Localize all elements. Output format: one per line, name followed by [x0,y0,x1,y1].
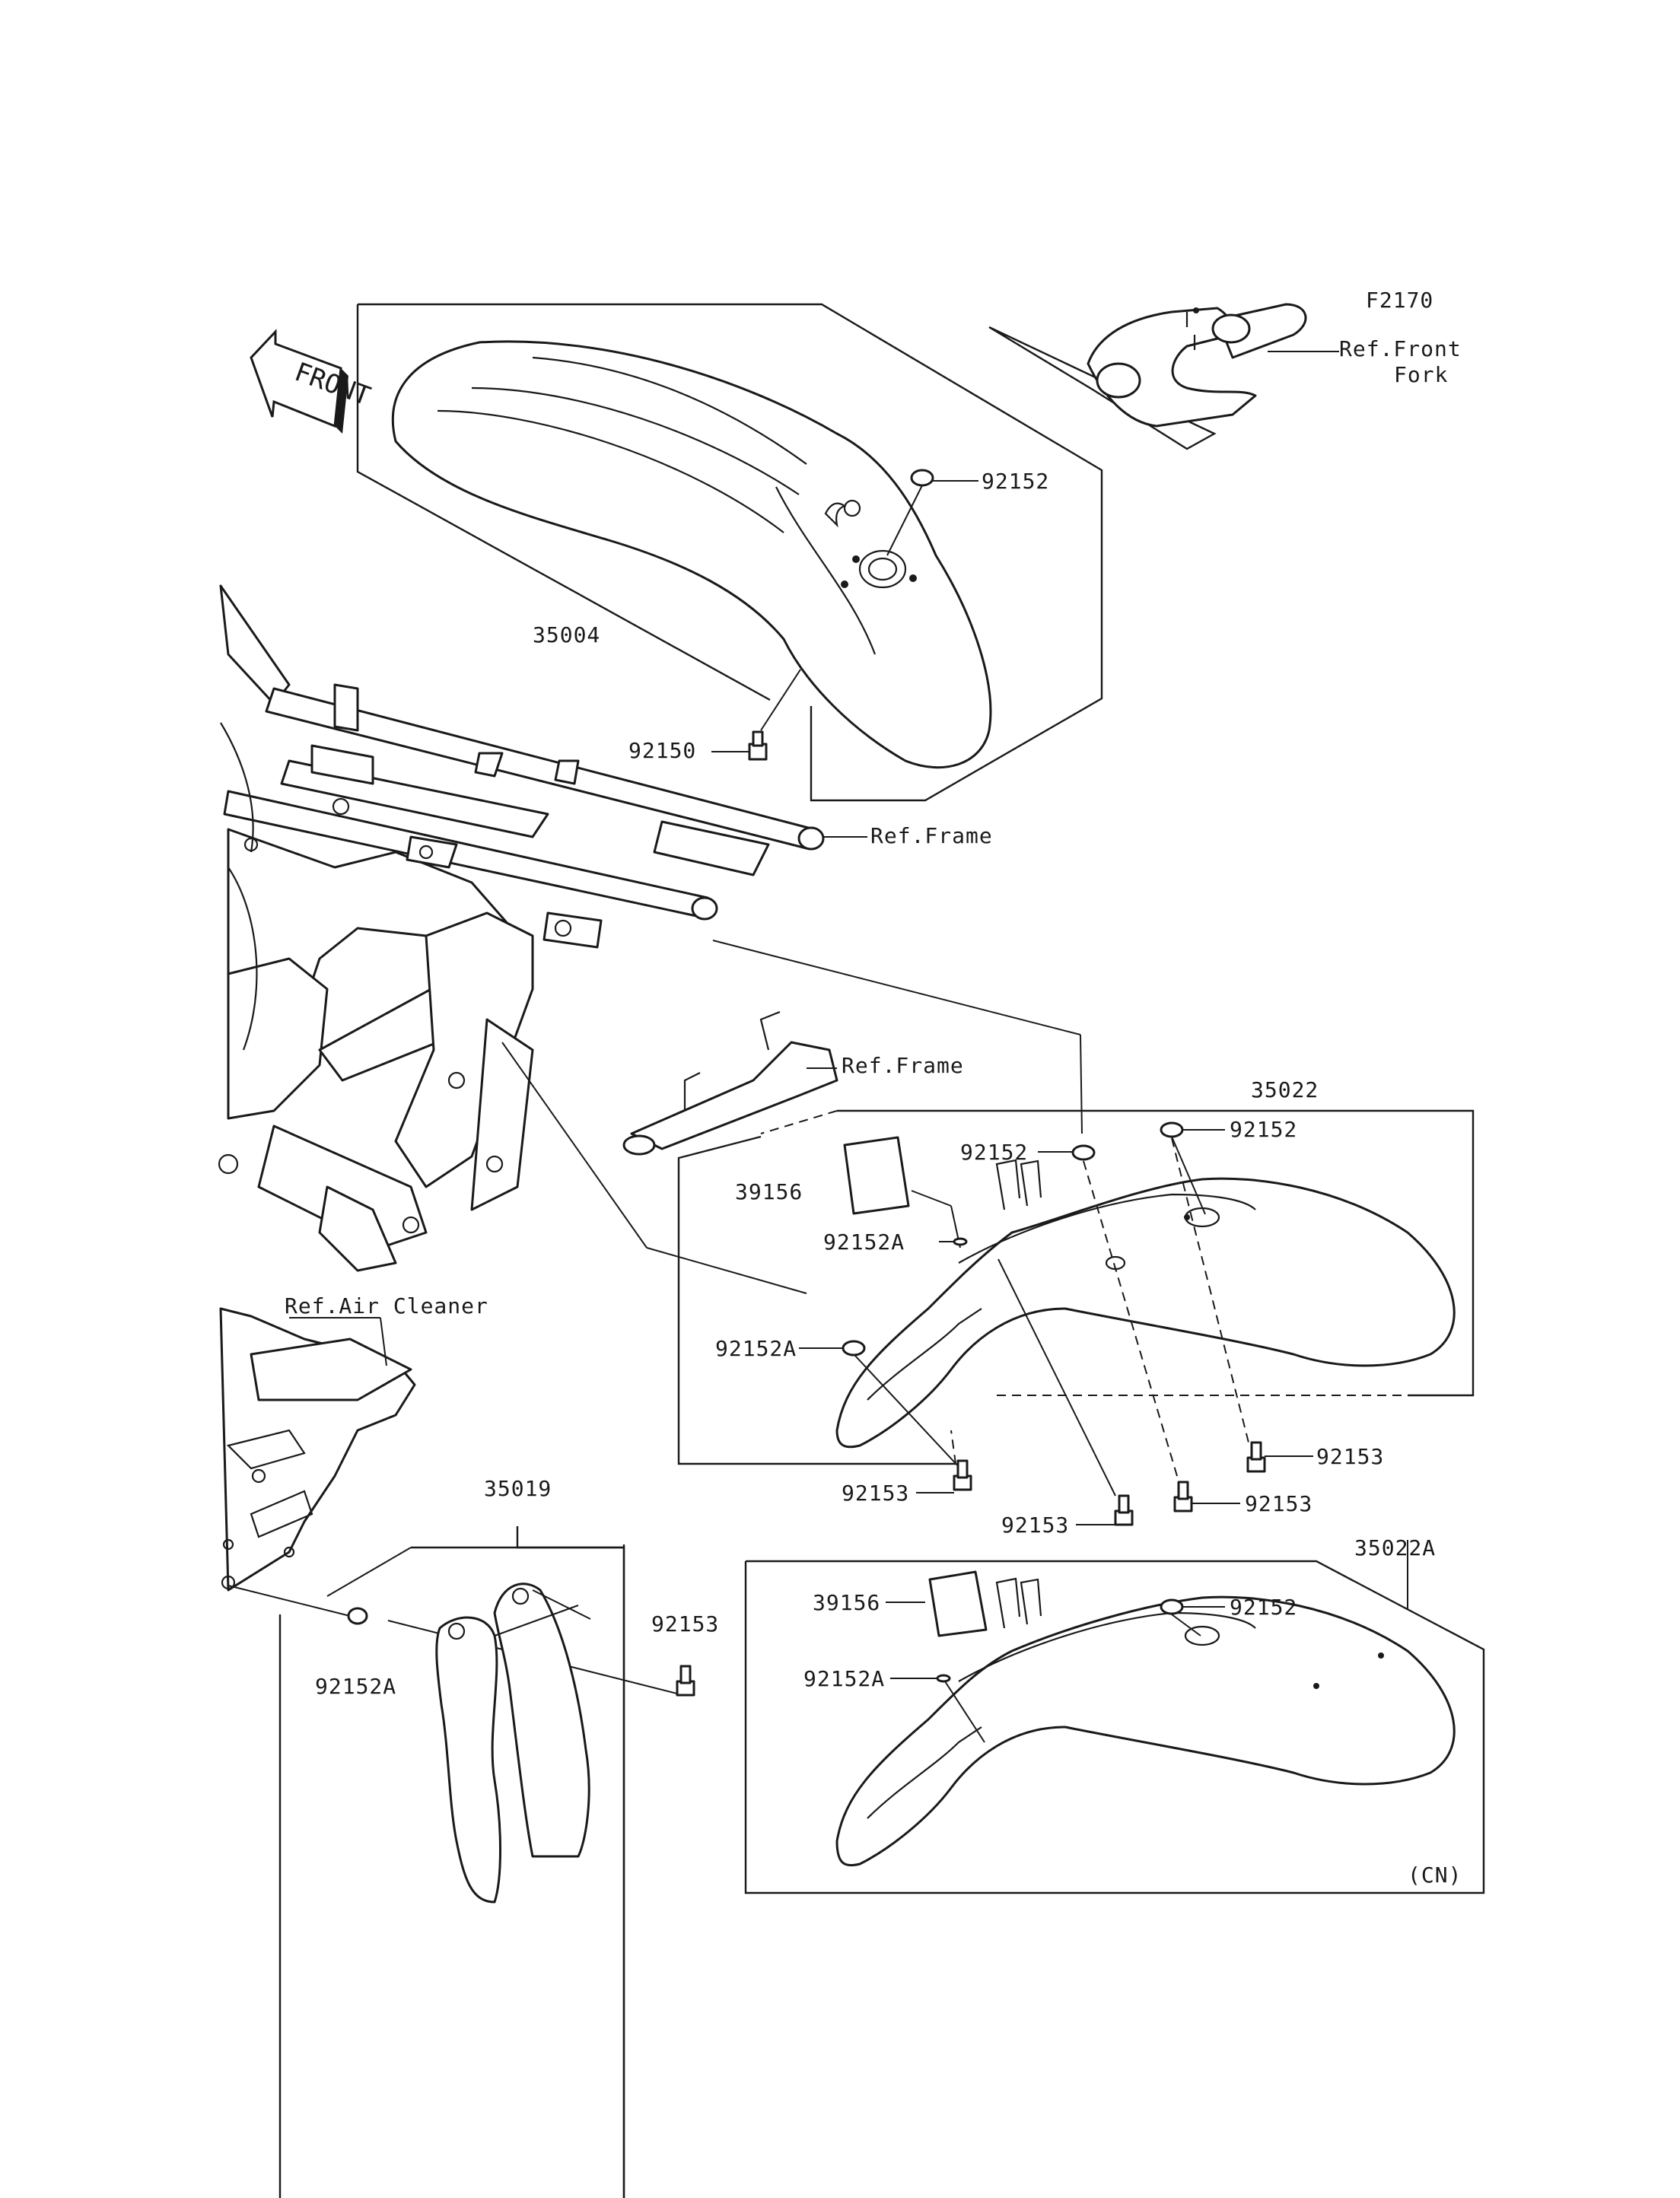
washer-92152-top [910,469,934,487]
callout-39156-cn: 39156 [813,1590,880,1615]
diagram-code: F2170 [1366,288,1433,313]
callout-92152-top: 92152 [982,469,1049,494]
callout-35022a: 35022A [1354,1535,1436,1560]
callout-92152a-cn: 92152A [803,1666,885,1691]
ref-frame-lower: Ref.Frame [842,1053,964,1078]
washer-92152-cn [1160,1598,1184,1615]
callout-92152a-c: 92152A [315,1674,396,1699]
callout-35019: 35019 [484,1476,552,1501]
heat-guard-35019-shape [435,1616,501,1904]
bolt-92153-d [1246,1441,1266,1473]
front-arrow-icon: FRONT [250,329,374,434]
ref-frame-upper: Ref.Frame [870,823,993,848]
callout-92153-e: 92153 [651,1611,719,1637]
callout-labels: 92152 35004 92150 35022 92152 92152 3915… [315,469,1436,1699]
bolt-92150 [748,730,768,761]
callout-92153-b: 92153 [1001,1513,1069,1538]
callout-92150: 92150 [628,738,696,763]
callout-92153-c: 92153 [1245,1491,1312,1516]
callout-92152-cn: 92152 [1230,1595,1297,1620]
callout-35004: 35004 [533,622,600,647]
air-cleaner-ref-drawing [219,1307,416,1592]
rear-fender-cn-group: (CN) [744,1540,1485,1894]
callout-35022: 35022 [1251,1077,1319,1102]
label-39156-cn [928,1570,988,1637]
heat-guard-group [228,1526,695,2198]
rear-fender-35022-shape [835,1177,1456,1449]
clip-92152a-a [953,1237,968,1246]
rear-fender-35022a-shape [835,1595,1456,1867]
clip-92152a-cn [936,1674,951,1683]
rear-fender-group: Ref.Frame [501,940,1475,1526]
bolt-92153-a [953,1459,972,1491]
callout-92152a-b: 92152A [715,1336,797,1361]
callout-92152-rear-a: 92152 [960,1140,1028,1165]
bolt-92153-b [1114,1494,1134,1526]
front-fender-shape [391,340,992,769]
bolt-92153-c [1173,1481,1193,1513]
front-fork-ref-drawing [988,303,1307,450]
front-fender-group: Ref.Front Fork [356,303,1462,802]
callout-39156: 39156 [735,1179,803,1204]
clip-92152a-c [347,1607,368,1625]
washer-92152-rear-a [1071,1144,1096,1161]
callout-92152-rear-b: 92152 [1230,1117,1297,1142]
frame-crossmember-ref [630,1041,838,1150]
ref-front-fork-line1: Ref.Front [1339,336,1462,361]
washer-92152-rear-b [1160,1121,1184,1138]
variant-note-cn: (CN) [1408,1862,1462,1888]
clip-92152a-b [842,1340,866,1357]
label-39156 [843,1136,910,1215]
ref-front-fork-line2: Fork [1394,362,1448,387]
ref-air-cleaner: Ref.Air Cleaner [285,1293,488,1318]
callout-92152a-a: 92152A [823,1229,905,1255]
callout-92153-a: 92153 [842,1481,909,1506]
callout-92153-d: 92153 [1316,1444,1384,1469]
bolt-92153-e [676,1665,695,1697]
frame-ref-drawing [218,584,825,1272]
